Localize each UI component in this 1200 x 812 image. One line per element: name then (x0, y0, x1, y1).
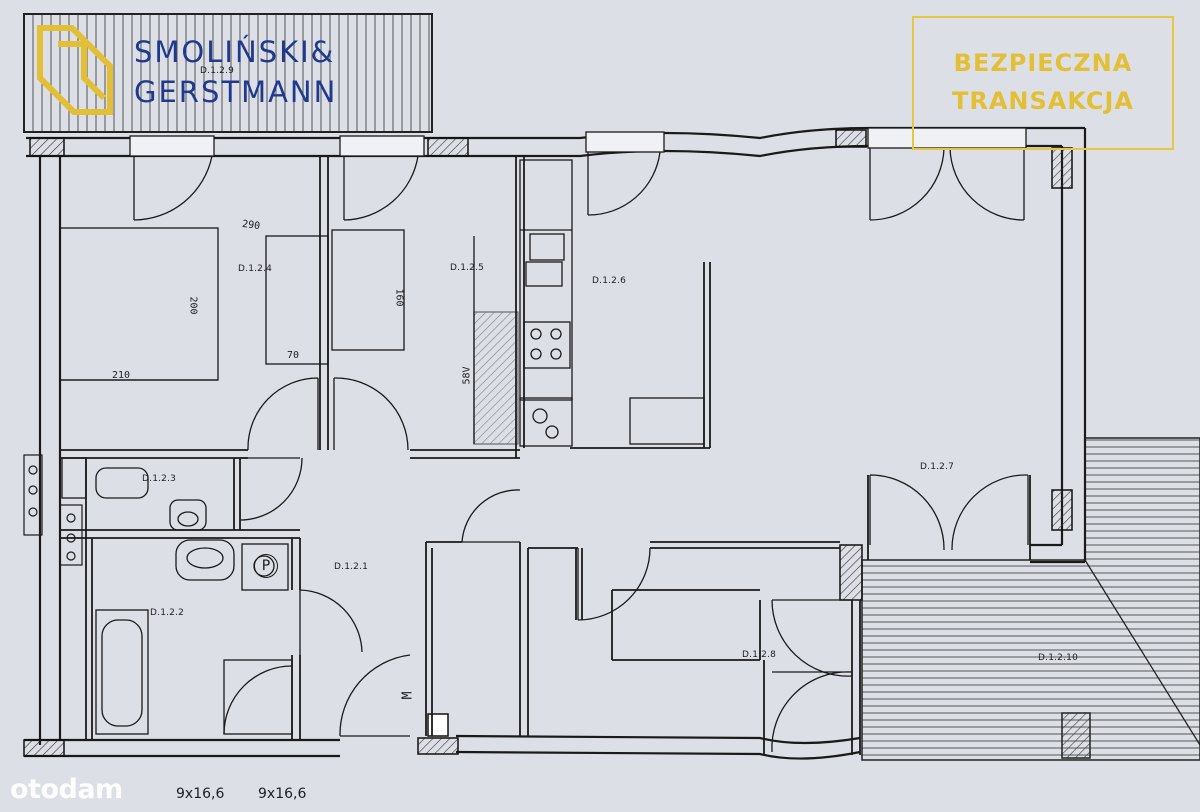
badge-line-1: BEZPIECZNA (953, 49, 1133, 77)
kitchen-counter (473, 159, 705, 447)
otodam-watermark: otodam (10, 774, 123, 805)
dimension-58v: 58V (461, 366, 473, 385)
logo-line-1: SMOLIŃSKI& (134, 35, 336, 69)
dimension-160: 160 (393, 288, 405, 307)
logo-mark-icon (37, 25, 113, 115)
room-label-d123: D.1.2.3 (142, 474, 177, 484)
badge-line-2: TRANSAKCJA (951, 87, 1134, 115)
dimension-m: M (400, 691, 416, 700)
dimension-70: 70 (287, 350, 300, 361)
footer-dim-right: 9x16,6 (258, 786, 307, 802)
left-shafts (23, 454, 83, 566)
room-label-d128: D.1.2.8 (742, 650, 777, 660)
room-label-d122: D.1.2.2 (150, 608, 185, 618)
parking-icon: P (254, 554, 278, 578)
door-swings (133, 147, 1029, 753)
room-label-d126: D.1.2.6 (592, 276, 627, 286)
hatched-columns (23, 129, 1073, 757)
room-label-d125: D.1.2.5 (450, 263, 485, 273)
dimension-210: 210 (112, 370, 131, 381)
dimension-200: 200 (187, 296, 199, 315)
footer-dim-left: 9x16,6 (176, 786, 225, 802)
windows (129, 127, 1027, 157)
room-label-d1210: D.1.2.10 (1038, 653, 1079, 663)
safe-transaction-badge: BEZPIECZNA TRANSAKCJA (912, 16, 1174, 150)
logo-line-2: GERSTMANN (134, 75, 338, 109)
brand-logo: SMOLIŃSKI& GERSTMANN (22, 14, 432, 130)
room-label-d127: D.1.2.7 (920, 462, 955, 472)
room-label-d121: D.1.2.1 (334, 562, 369, 572)
room-label-d129: D.1.2.9 (200, 66, 235, 76)
dimension-290: 290 (241, 218, 261, 233)
room-label-d124: D.1.2.4 (238, 264, 273, 274)
beds (59, 227, 405, 381)
